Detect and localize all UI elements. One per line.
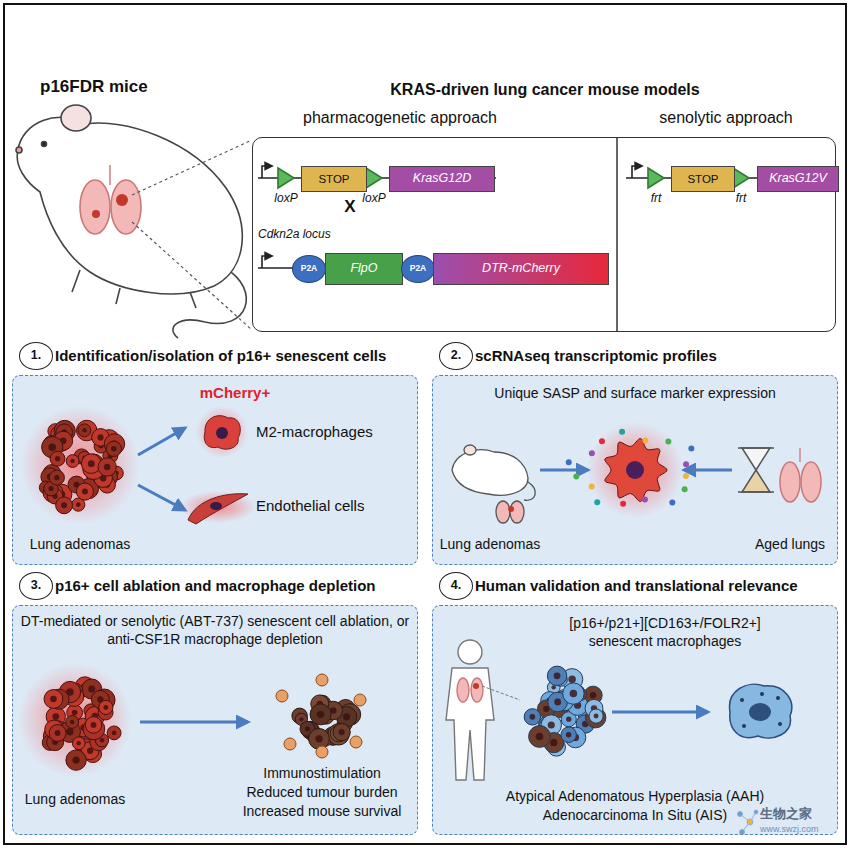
aged-lungs-icon bbox=[738, 448, 821, 502]
section-heading: scRNAseq transcriptomic profiles bbox=[475, 347, 837, 364]
step-number: 4. bbox=[439, 572, 473, 600]
node-label: 3. bbox=[20, 579, 52, 593]
construct-fill bbox=[252, 137, 836, 332]
annotation: Lung adenomas bbox=[5, 535, 155, 553]
depleted-macrophages bbox=[276, 674, 366, 758]
divider bbox=[616, 137, 618, 332]
panel-fill bbox=[432, 605, 838, 835]
annotation: frt bbox=[636, 191, 676, 207]
node-label: 1. bbox=[20, 349, 52, 363]
watermark-icon bbox=[738, 810, 759, 835]
step-number: 3. bbox=[19, 572, 53, 600]
m2-macrophage bbox=[196, 406, 248, 458]
gene-element: STOP bbox=[671, 166, 735, 192]
cell-cluster bbox=[18, 663, 131, 776]
gene-element: DTR-mCherry bbox=[433, 253, 609, 285]
flow-arrows bbox=[138, 428, 732, 722]
node-label: 4. bbox=[440, 579, 472, 593]
mouse-icon bbox=[452, 445, 535, 523]
annotation: loxP bbox=[352, 191, 396, 207]
section-heading: p16+ cell ablation and macrophage deplet… bbox=[55, 577, 417, 594]
construct-box: KRAS-driven lung cancer mouse modelsSTOP… bbox=[252, 137, 836, 332]
node-label: 2. bbox=[440, 349, 472, 363]
node-label: STOP bbox=[672, 173, 734, 186]
annotation: frt bbox=[721, 191, 761, 207]
section-heading: Identification/isolation of p16+ senesce… bbox=[55, 347, 417, 364]
annotation: Cdkn2a locus bbox=[258, 227, 331, 243]
annotation: p16FDR mice bbox=[40, 76, 148, 98]
human-figure bbox=[446, 640, 494, 780]
section-heading: Human validation and translational relev… bbox=[475, 577, 837, 594]
zoom-line bbox=[132, 222, 252, 330]
annotation: mCherry+ bbox=[175, 383, 295, 403]
p2a-circle: P2A bbox=[401, 255, 435, 283]
zoom-line bbox=[132, 140, 252, 195]
node-label: DTR-mCherry bbox=[434, 262, 608, 276]
gene-element: FlpO bbox=[325, 253, 403, 285]
annotation: Unique SASP and surface marker expressio… bbox=[438, 384, 833, 402]
mouse-illustration bbox=[16, 105, 246, 338]
node-label: FlpO bbox=[326, 262, 402, 276]
endothelial-cell bbox=[180, 491, 256, 524]
p2a-circle: P2A bbox=[292, 255, 326, 283]
watermark: 生物之家 bbox=[760, 806, 812, 823]
annotation: Atypical Adenomatous Hyperplasia (AAH) bbox=[440, 787, 830, 805]
annotation: [p16+/p21+][CD163+/FOLR2+] senescent mac… bbox=[545, 614, 785, 650]
annotation: M2-macrophages bbox=[256, 422, 373, 442]
cell-cluster bbox=[21, 406, 140, 525]
outer-frame bbox=[4, 4, 846, 844]
annotation: DT-mediated or senolytic (ABT-737) senes… bbox=[19, 612, 411, 648]
gene-element: KrasG12V bbox=[757, 166, 839, 192]
annotation: Reduced tumour burden bbox=[232, 783, 412, 801]
node-label: KrasG12D bbox=[390, 172, 494, 186]
annotation: Endothelial cells bbox=[256, 496, 364, 516]
annotation: X bbox=[338, 196, 362, 218]
step-number: 2. bbox=[439, 342, 473, 370]
annotation: loxP bbox=[264, 191, 308, 207]
zoom-line bbox=[482, 686, 520, 700]
gene-element: STOP bbox=[301, 166, 367, 192]
watermark: www.swzj.com bbox=[760, 824, 819, 836]
senescent-macrophage bbox=[730, 684, 792, 738]
annotation: pharmacogenetic approach bbox=[260, 108, 540, 129]
node-label: P2A bbox=[293, 264, 325, 273]
cell-cluster bbox=[524, 666, 606, 756]
annotation: Lung adenomas bbox=[5, 790, 145, 808]
senescent-cell bbox=[566, 422, 695, 518]
annotation: Aged lungs bbox=[740, 535, 840, 553]
step-number: 1. bbox=[19, 342, 53, 370]
annotation: Increased mouse survival bbox=[232, 802, 412, 820]
node-label: KrasG12V bbox=[758, 172, 838, 186]
node-label: P2A bbox=[402, 264, 434, 273]
annotation: senolytic approach bbox=[616, 108, 836, 129]
gene-element: KrasG12D bbox=[389, 166, 495, 192]
annotation: Lung adenomas bbox=[425, 535, 555, 553]
annotation: Immunostimulation bbox=[232, 764, 412, 782]
section-heading: KRAS-driven lung cancer mouse models bbox=[253, 81, 837, 99]
node-label: STOP bbox=[302, 173, 366, 186]
